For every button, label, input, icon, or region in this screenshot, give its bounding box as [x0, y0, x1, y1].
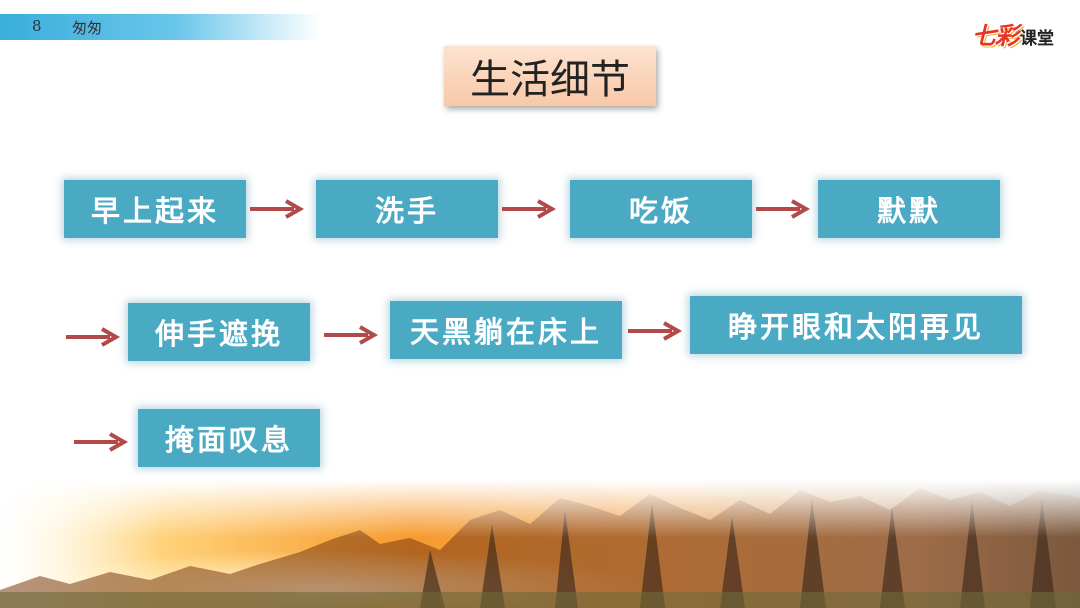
step-box: 早上起来: [64, 180, 246, 238]
arrow-right-icon: [756, 199, 811, 219]
arrow-right-icon: [324, 325, 379, 345]
lesson-title: 匆匆: [72, 19, 103, 37]
arrow-right-icon: [250, 199, 305, 219]
sunset-forest-image: [0, 480, 1080, 608]
step-box: 睁开眼和太阳再见: [690, 296, 1022, 354]
logo-sub-text: 课堂: [1020, 29, 1054, 49]
step-box: 掩面叹息: [138, 409, 320, 467]
arrow-right-icon: [66, 327, 121, 347]
step-box: 伸手遮挽: [128, 303, 310, 361]
arrow-right-icon: [74, 432, 129, 452]
arrow-right-icon: [628, 321, 683, 341]
arrow-right-icon: [502, 199, 557, 219]
lesson-number: 8: [32, 17, 42, 35]
step-box: 吃饭: [570, 180, 752, 238]
logo-main-text: 七彩: [972, 22, 1019, 50]
step-box: 洗手: [316, 180, 498, 238]
brand-logo: 七彩 课堂: [972, 16, 1054, 51]
slide-title: 生活细节: [444, 46, 656, 106]
step-box: 天黑躺在床上: [390, 301, 622, 359]
step-box: 默默: [818, 180, 1000, 238]
header-bar: [0, 14, 320, 40]
